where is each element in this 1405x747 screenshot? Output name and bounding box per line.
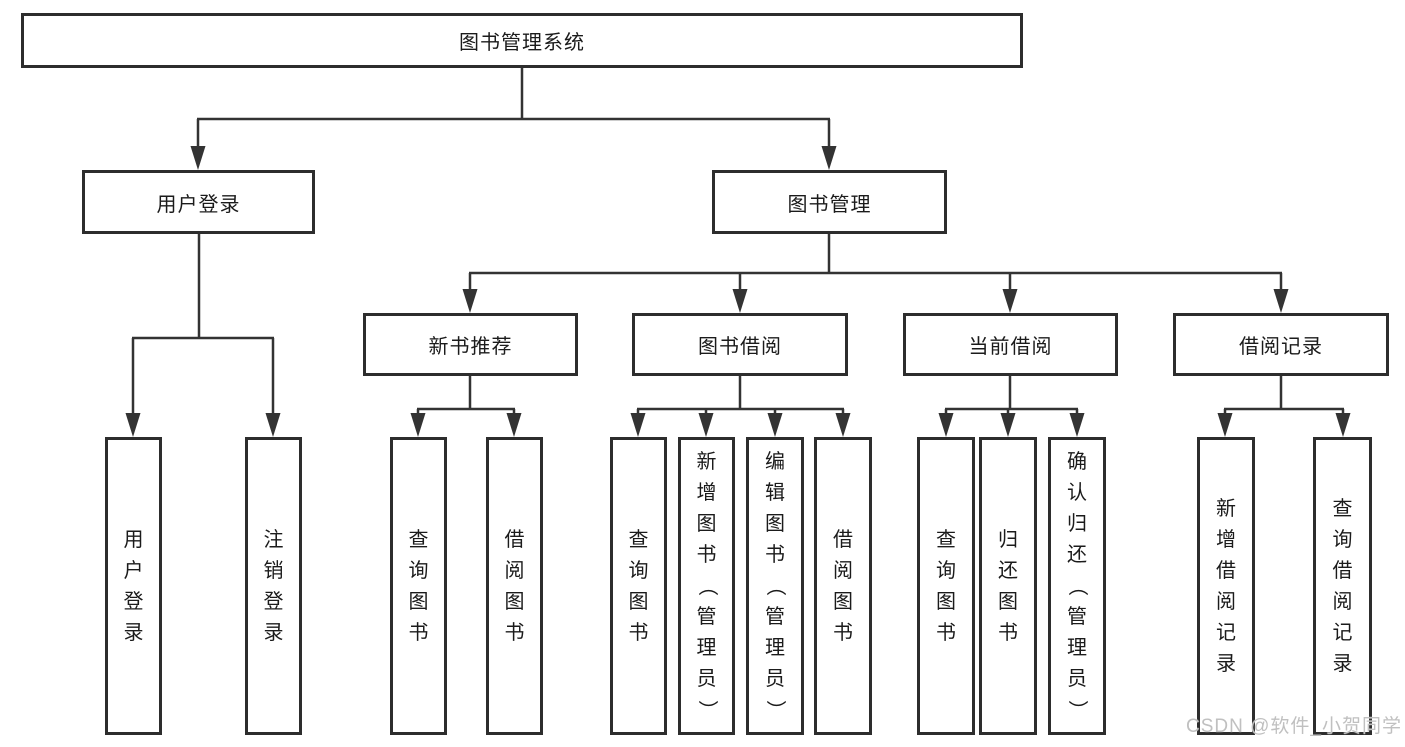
leaf-confirm-return-admin: 确认归还（管理员） [1048,437,1106,735]
leaf-query-books-recommend: 查询图书 [390,437,447,735]
leaf-query-books-borrowing-label: 查询图书 [628,528,649,644]
node-book-borrowing: 图书借阅 [632,313,848,376]
leaf-query-borrow-record: 查询借阅记录 [1313,437,1372,735]
node-book-management: 图书管理 [712,170,947,234]
leaf-user-login: 用户登录 [105,437,162,735]
leaf-borrow-books-borrowing-label: 借阅图书 [833,528,853,644]
leaf-add-book-admin: 新增图书（管理员） [678,437,735,735]
leaf-query-books-borrowing: 查询图书 [610,437,667,735]
node-root-label: 图书管理系统 [459,32,585,54]
node-borrowing-records-label: 借阅记录 [1239,336,1323,358]
leaf-confirm-return-admin-label: 确认归还（管理员） [1066,451,1088,720]
leaf-query-books-current: 查询图书 [917,437,975,735]
leaf-add-borrow-record: 新增借阅记录 [1197,437,1255,735]
leaf-borrow-books-recommend: 借阅图书 [486,437,543,735]
leaf-logout-label: 注销登录 [263,528,284,644]
csdn-watermark: CSDN @软件_小贺同学 [1186,716,1402,737]
node-borrowing-records: 借阅记录 [1173,313,1389,376]
leaf-query-borrow-record-label: 查询借阅记录 [1332,497,1353,675]
node-user-login-label: 用户登录 [156,193,241,216]
node-user-login: 用户登录 [82,170,315,234]
node-root: 图书管理系统 [21,13,1023,68]
leaf-logout: 注销登录 [245,437,302,735]
node-current-borrowing-label: 当前借阅 [968,336,1053,358]
leaf-edit-book-admin-label: 编辑图书（管理员） [764,451,786,720]
leaf-add-borrow-record-label: 新增借阅记录 [1216,497,1236,675]
leaf-user-login-label: 用户登录 [123,528,144,644]
leaf-add-book-admin-label: 新增图书（管理员） [695,451,718,720]
leaf-borrow-books-recommend-label: 借阅图书 [504,528,525,644]
node-current-borrowing: 当前借阅 [903,313,1118,376]
leaf-return-books-label: 归还图书 [998,528,1018,644]
leaf-edit-book-admin: 编辑图书（管理员） [746,437,804,735]
leaf-return-books: 归还图书 [979,437,1037,735]
leaf-query-books-current-label: 查询图书 [936,528,956,644]
node-book-management-label: 图书管理 [787,193,872,216]
leaf-borrow-books-borrowing: 借阅图书 [814,437,872,735]
leaf-query-books-recommend-label: 查询图书 [408,528,429,644]
node-new-book-recommend-label: 新书推荐 [428,336,513,358]
node-new-book-recommend: 新书推荐 [363,313,578,376]
node-book-borrowing-label: 图书借阅 [698,336,782,358]
